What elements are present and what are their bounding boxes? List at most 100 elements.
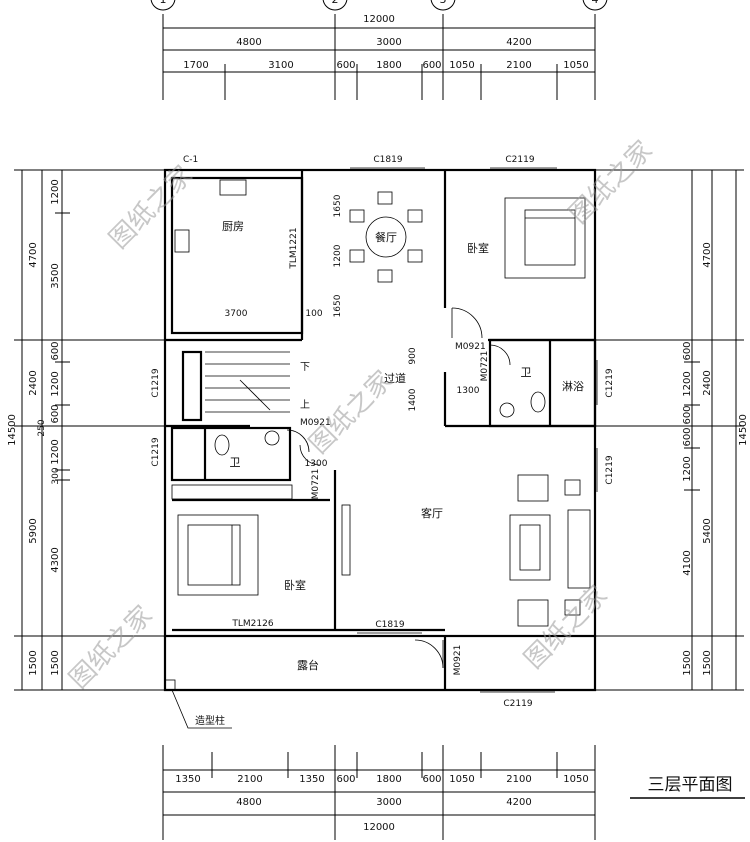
- door-m0921-b: M0921: [300, 418, 331, 428]
- door-m0921-a: M0921: [455, 342, 486, 352]
- bed-sw: [177, 514, 259, 596]
- dim-left-total: 14500: [7, 414, 18, 446]
- window-c1219-a: C1219: [151, 368, 161, 397]
- dim-kitchen-width: 3700: [225, 309, 248, 319]
- coffee-table: [509, 514, 551, 581]
- dim-top-l3-4: 1800: [376, 60, 401, 71]
- stair-down-label: 下: [300, 362, 310, 373]
- stair-up-label: 上: [300, 399, 310, 411]
- dim-top-l2-a: 4800: [236, 37, 261, 48]
- dim-top-l3-2: 3100: [268, 60, 293, 71]
- watermark-3: 图纸之家: [304, 365, 399, 460]
- dim-bot-l1-5: 1800: [376, 774, 401, 785]
- dim-top-l2-b: 3000: [376, 37, 401, 48]
- dim-right-o3: 5400: [702, 518, 713, 543]
- dim-1650-a: 1650: [333, 194, 343, 217]
- dim-left-i5: 600: [50, 404, 61, 423]
- dim-top-total: 12000: [363, 14, 395, 25]
- dim-right-o1: 4700: [702, 242, 713, 267]
- window-c1219-r1: C1219: [605, 368, 615, 397]
- watermark-1: 图纸之家: [104, 160, 199, 255]
- dining-table: [365, 216, 407, 258]
- room-kitchen: 厨房: [222, 220, 244, 233]
- dim-left-i6: 250: [37, 419, 47, 436]
- axis-bubble-4: [582, 0, 608, 11]
- window-c1: C-1: [183, 155, 198, 165]
- dim-left-o3: 5900: [28, 518, 39, 543]
- room-bedroom-ne: 卧室: [467, 241, 489, 255]
- dim-right-i4: 600: [682, 427, 693, 446]
- dim-top-l3-3: 600: [336, 60, 355, 71]
- drawing-title: 三层平面图: [648, 775, 733, 795]
- room-corridor: 过道: [384, 371, 406, 385]
- annotation-feature-column: 造型柱: [195, 714, 225, 727]
- dim-left-i8: 300: [51, 467, 61, 484]
- axis-bubble-2: [322, 0, 348, 11]
- dim-right-i6: 4100: [682, 550, 693, 575]
- dim-bot-l1-2: 2100: [237, 774, 262, 785]
- dim-1200: 1200: [333, 244, 343, 267]
- bed-ne: [504, 197, 586, 279]
- dim-bot-l1-7: 1050: [449, 774, 474, 785]
- dim-right-o4: 1500: [702, 650, 713, 675]
- dim-1300-a: 1300: [457, 386, 480, 396]
- dim-bot-l1-6: 600: [422, 774, 441, 785]
- dim-right-i7: 1500: [682, 650, 693, 675]
- dim-bot-l1-8: 2100: [506, 774, 531, 785]
- dim-bot-l2-a: 4800: [236, 797, 261, 808]
- dim-right-o2: 2400: [702, 370, 713, 395]
- window-c1819-bottom: C1819: [375, 620, 404, 630]
- room-dining: 餐厅: [375, 230, 397, 244]
- dim-left-o2: 2400: [28, 370, 39, 395]
- dim-1400: 1400: [408, 388, 418, 411]
- dim-left-i9: 4300: [50, 547, 61, 572]
- dim-bot-l2-b: 3000: [376, 797, 401, 808]
- window-c1219-r2: C1219: [605, 455, 615, 484]
- window-c1219-b: C1219: [151, 437, 161, 466]
- dim-left-i4: 1200: [50, 371, 61, 396]
- dim-left-o1: 4700: [28, 242, 39, 267]
- room-shower: 淋浴: [562, 380, 584, 393]
- axis-bubble-3: [430, 0, 456, 11]
- dim-bot-l1-1: 1350: [175, 774, 200, 785]
- dim-bot-l2-c: 4200: [506, 797, 531, 808]
- dim-top-l2-c: 4200: [506, 37, 531, 48]
- dim-bot-l1-3: 1350: [299, 774, 324, 785]
- dim-right-i5: 1200: [682, 456, 693, 481]
- dim-left-i10: 1500: [50, 650, 61, 675]
- dim-left-i7: 1200: [50, 439, 61, 464]
- dim-top-l3-1: 1700: [183, 60, 208, 71]
- sofa: [567, 509, 591, 589]
- dim-right-i3: 600: [682, 405, 693, 424]
- dim-top-l3-5: 600: [422, 60, 441, 71]
- dim-bot-l1-9: 1050: [563, 774, 588, 785]
- dim-bot-l1-4: 600: [336, 774, 355, 785]
- watermark-5: 图纸之家: [519, 580, 614, 675]
- door-tlm1221: TLM1221: [289, 227, 299, 269]
- dim-100: 100: [305, 309, 322, 319]
- dim-1300-b: 1300: [305, 459, 328, 469]
- window-c2119-top: C2119: [505, 155, 534, 165]
- dim-left-i3: 600: [50, 341, 61, 360]
- window-c2119-bottom: C2119: [503, 699, 532, 709]
- room-terrace: 露台: [297, 658, 319, 672]
- terrace-wall: [163, 636, 597, 692]
- window-c1819-top: C1819: [373, 155, 402, 165]
- dim-left-i1: 1200: [50, 179, 61, 204]
- watermark-4: 图纸之家: [64, 600, 159, 695]
- axis-label-2: 2: [332, 0, 339, 6]
- dim-top-l3-7: 2100: [506, 60, 531, 71]
- dim-1650-b: 1650: [333, 294, 343, 317]
- room-bedroom-sw: 卧室: [284, 578, 306, 592]
- dim-top-l3-6: 1050: [449, 60, 474, 71]
- dim-left-i2: 3500: [50, 263, 61, 288]
- axis-label-1: 1: [160, 0, 167, 6]
- room-bath-w: 卫: [230, 456, 241, 469]
- door-tlm2126: TLM2126: [231, 619, 273, 629]
- axis-bubble-1: [150, 0, 176, 11]
- axis-label-4: 4: [592, 0, 599, 6]
- dim-bot-total: 12000: [363, 822, 395, 833]
- axis-label-3: 3: [440, 0, 447, 6]
- door-m0921-c: M0921: [453, 645, 463, 676]
